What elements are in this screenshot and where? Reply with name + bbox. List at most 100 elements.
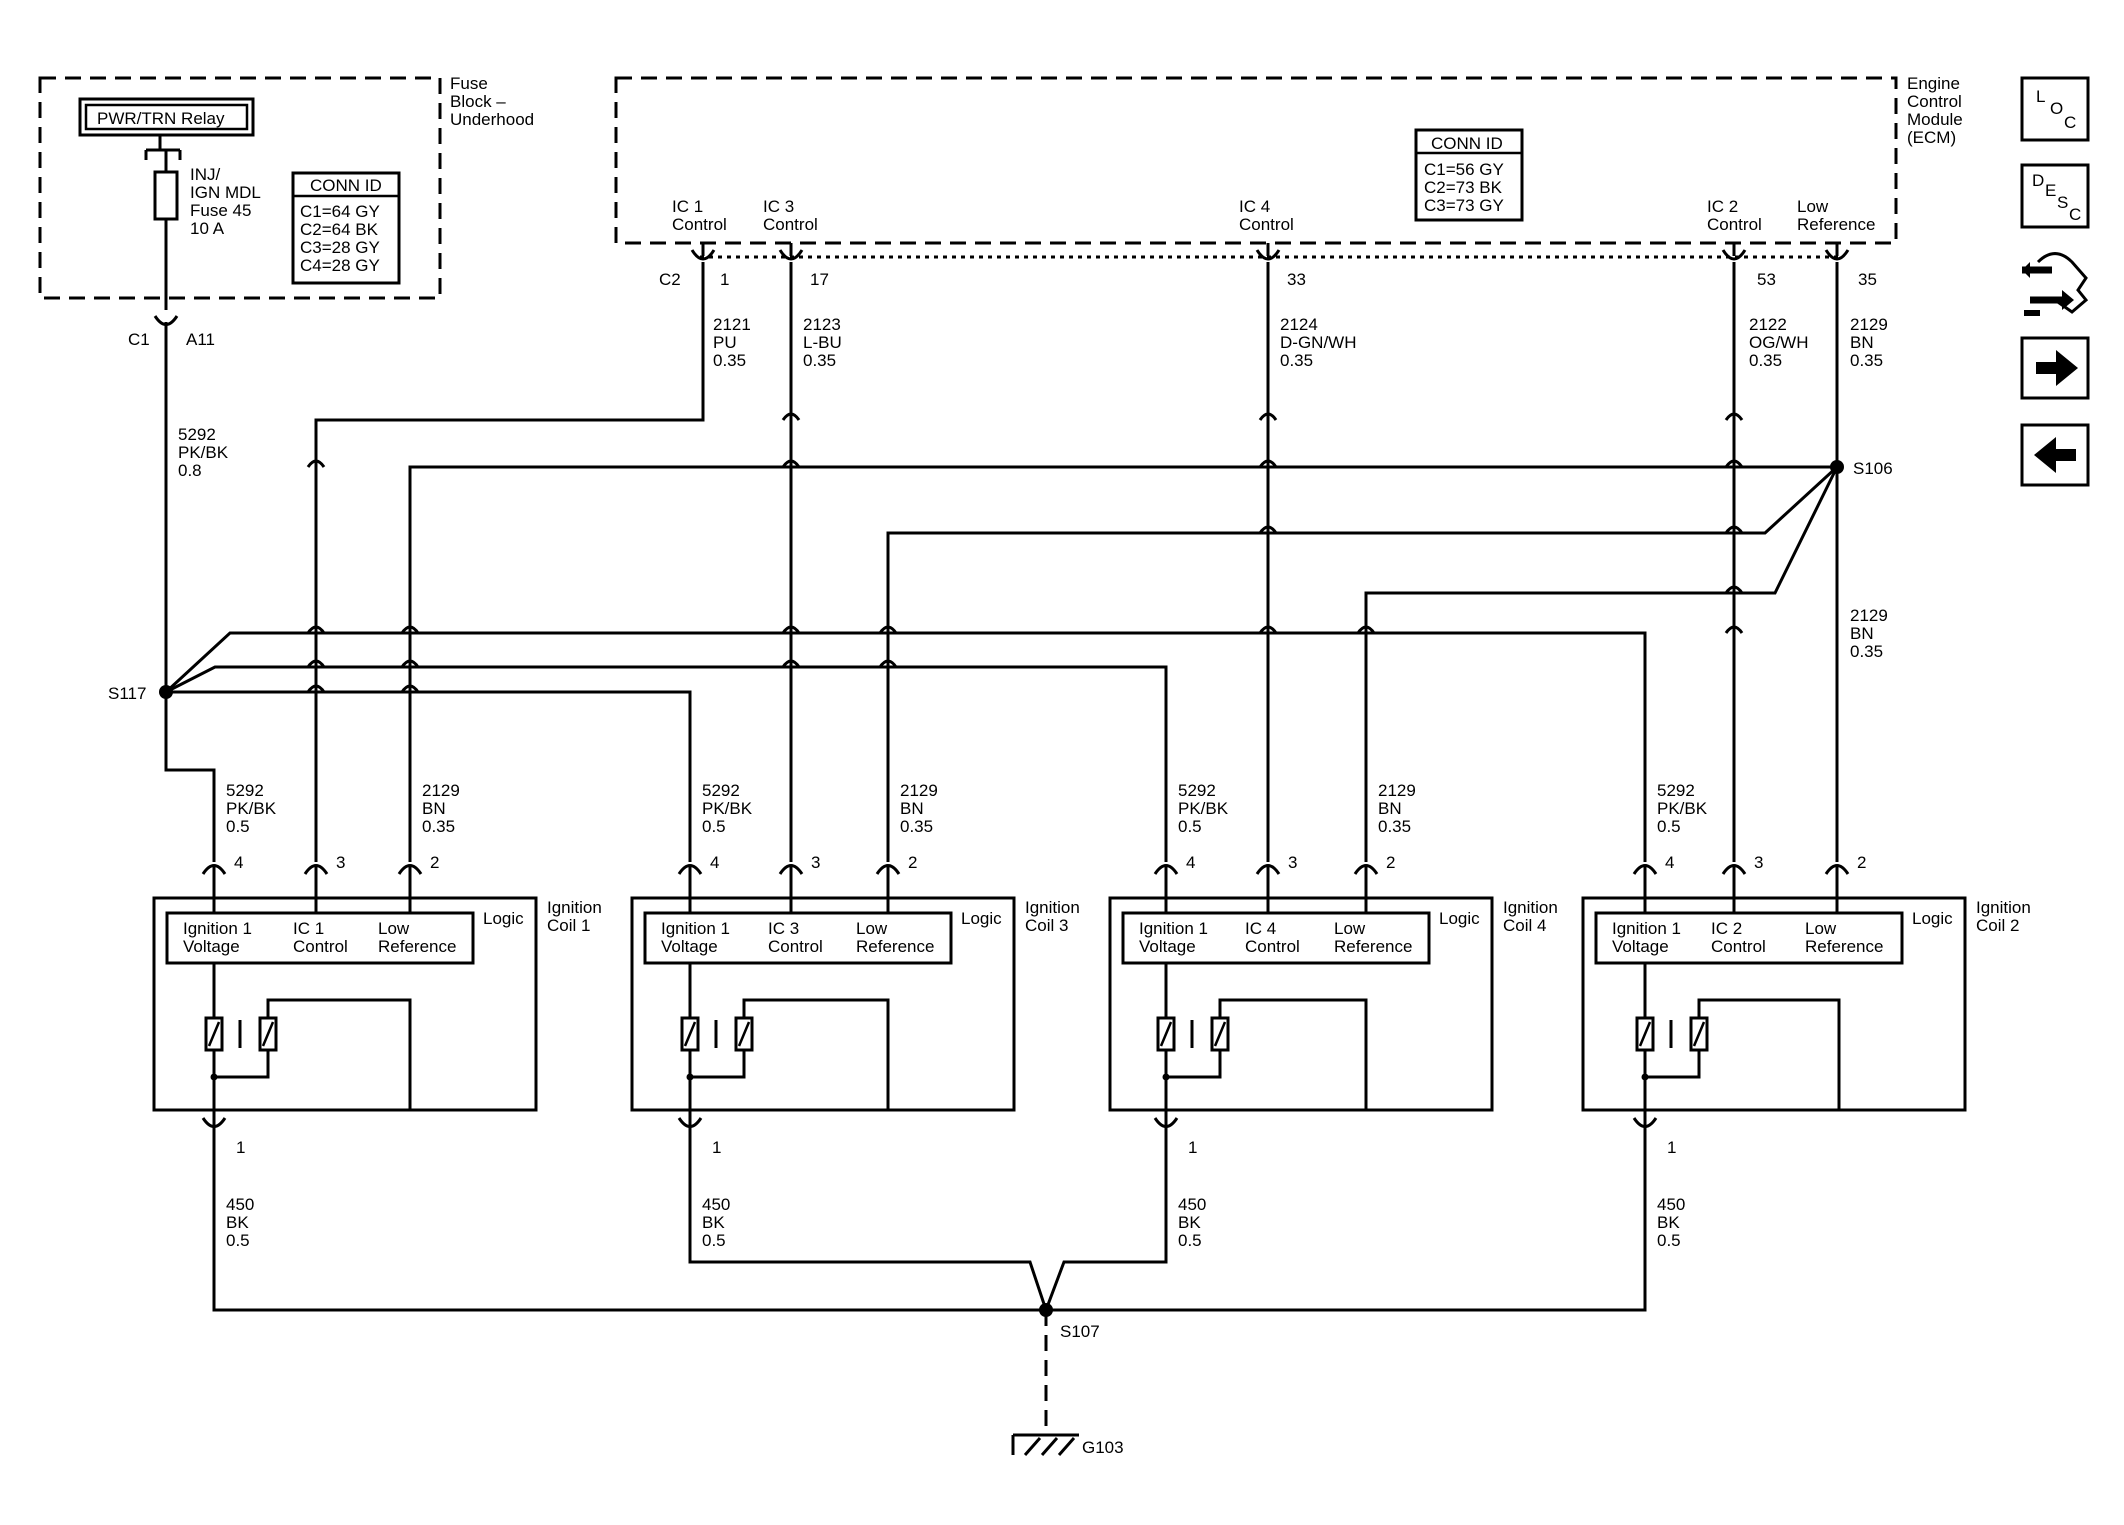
- coil-pin-ground: 1: [236, 1138, 245, 1157]
- wire-450-coil3: [688, 1125, 1048, 1311]
- ecm-title-1: Engine: [1907, 74, 1960, 93]
- coil-wire-5292-label-1: 5292: [226, 781, 264, 800]
- coil-wire-450-label-1: 450: [1657, 1195, 1685, 1214]
- ecm-pin-53: 53: [1757, 270, 1776, 289]
- wire-5292-coil3: [166, 690, 692, 862]
- fuse-conn-id-1: C1=64 GY: [300, 202, 380, 221]
- coil-logic-label: Logic: [1912, 909, 1953, 928]
- next-button[interactable]: [2020, 336, 2090, 400]
- coil-connector-top: [1353, 864, 1379, 875]
- wire-2121-label-1: 2121: [713, 315, 751, 334]
- coil-name-2: Coil 4: [1503, 916, 1546, 935]
- fuse-conn-id-4: C4=28 GY: [300, 256, 380, 275]
- coil-wire-450-label-3: 0.5: [1178, 1231, 1202, 1250]
- prev-button[interactable]: [2020, 423, 2090, 487]
- loc-letter-c: C: [2064, 113, 2076, 132]
- wire-2129-mid-label-2: BN: [1850, 624, 1874, 643]
- coil-name-2: Coil 3: [1025, 916, 1068, 935]
- loc-letter-l: L: [2036, 87, 2045, 106]
- coil-ic-label-1: IC 2: [1711, 919, 1742, 938]
- wire-5292-main-label-2: PK/BK: [178, 443, 229, 462]
- coil-terminal-box: [165, 911, 475, 965]
- ecm-pin-ic1-label-2: Control: [672, 215, 727, 234]
- connector-icon: [2022, 252, 2089, 316]
- coil-wire-2129-label-2: BN: [900, 799, 924, 818]
- coil-pin-ign: 4: [710, 853, 719, 872]
- coil-connector-top: [397, 864, 423, 875]
- coil-ign-label-1: Ignition 1: [1612, 919, 1681, 938]
- ecm-title-2: Control: [1907, 92, 1962, 111]
- wire-5292-coil2: [164, 631, 1647, 862]
- coil-wire-450-label-3: 0.5: [226, 1231, 250, 1250]
- ecm-pin-ic2-label-2: Control: [1707, 215, 1762, 234]
- coil-terminal-box: [1121, 911, 1431, 965]
- coil-lowref-label-2: Reference: [856, 937, 934, 956]
- coil-ign-label-2: Voltage: [1139, 937, 1196, 956]
- coil-pin-ign: 4: [234, 853, 243, 872]
- coil-wire-450-label-2: BK: [1657, 1213, 1680, 1232]
- coil-pin-ign: 4: [1186, 853, 1195, 872]
- coil-pin-lowref: 2: [1386, 853, 1395, 872]
- coil-wire-450-label-1: 450: [702, 1195, 730, 1214]
- ecm-pin-35: 35: [1858, 270, 1877, 289]
- coil-connector-top: [1255, 864, 1281, 875]
- ecm-conn-id-3: C3=73 GY: [1424, 196, 1504, 215]
- coil-wire-450-label-2: BK: [702, 1213, 725, 1232]
- coil-connector-top: [1153, 864, 1179, 875]
- coil-wire-2129-label-2: BN: [422, 799, 446, 818]
- splice-s106-dot: [1830, 460, 1844, 474]
- coil-pin-ic: 3: [336, 853, 345, 872]
- coil-pin-ground: 1: [1667, 1138, 1676, 1157]
- coil-wire-5292-label-1: 5292: [702, 781, 740, 800]
- fuse-pin-label: A11: [186, 330, 215, 349]
- coil-ic-label-1: IC 1: [293, 919, 324, 938]
- coil-wire-5292-label-1: 5292: [1178, 781, 1216, 800]
- ecm-pin-lowref-label-1: Low: [1797, 197, 1829, 216]
- coil-ign-label-1: Ignition 1: [183, 919, 252, 938]
- splice-s106-label: S106: [1853, 459, 1893, 478]
- desc-letter-s: S: [2057, 193, 2068, 212]
- coil-wire-5292-label-2: PK/BK: [1657, 799, 1708, 818]
- arrow-right-icon: [2036, 350, 2078, 386]
- coil-ic-label-2: Control: [768, 937, 823, 956]
- wire-2121: [314, 262, 705, 862]
- coil-ign-label-1: Ignition 1: [1139, 919, 1208, 938]
- wire-450-coil4: [1044, 1125, 1168, 1311]
- coil-connector-top: [778, 864, 804, 875]
- coil-pin-ic: 3: [1754, 853, 1763, 872]
- wire-2121-label-3: 0.35: [713, 351, 746, 370]
- coil-pin-lowref: 2: [908, 853, 917, 872]
- fuse-block-title-1: Fuse: [450, 74, 488, 93]
- coil-ign-label-1: Ignition 1: [661, 919, 730, 938]
- coil-logic-label: Logic: [1439, 909, 1480, 928]
- ecm-pin-lowref-label-2: Reference: [1797, 215, 1875, 234]
- loc-button[interactable]: L O C: [2020, 76, 2090, 142]
- ecm-pin-1: 1: [720, 270, 729, 289]
- coil-wire-450-label-2: BK: [1178, 1213, 1201, 1232]
- coil-logic-label: Logic: [961, 909, 1002, 928]
- coil-wire-5292-label-2: PK/BK: [226, 799, 277, 818]
- wire-5292-main-label-3: 0.8: [178, 461, 202, 480]
- coil-name-1: Ignition: [1976, 898, 2031, 917]
- coil-ign-label-2: Voltage: [661, 937, 718, 956]
- coil-connector-top: [1824, 864, 1850, 875]
- coil-ic-label-1: IC 4: [1245, 919, 1276, 938]
- fuse-conn-id-2: C2=64 BK: [300, 220, 379, 239]
- coil-wire-2129-label-1: 2129: [422, 781, 460, 800]
- connector-button[interactable]: [2022, 245, 2089, 316]
- ecm-pin-ic3-label-1: IC 3: [763, 197, 794, 216]
- coil-wire-5292-label-3: 0.5: [702, 817, 726, 836]
- ecm-pin-ic4-label-2: Control: [1239, 215, 1294, 234]
- coil-name-1: Ignition: [1025, 898, 1080, 917]
- wire-2123-label-1: 2123: [803, 315, 841, 334]
- coil-lowref-label-2: Reference: [1805, 937, 1883, 956]
- coil-lowref-label-1: Low: [856, 919, 888, 938]
- coil-connector-top: [875, 864, 901, 875]
- desc-button[interactable]: D E S C: [2020, 163, 2090, 229]
- desc-letter-d: D: [2032, 171, 2044, 190]
- wire-2124-label-1: 2124: [1280, 315, 1318, 334]
- coil-connector-top: [677, 864, 703, 875]
